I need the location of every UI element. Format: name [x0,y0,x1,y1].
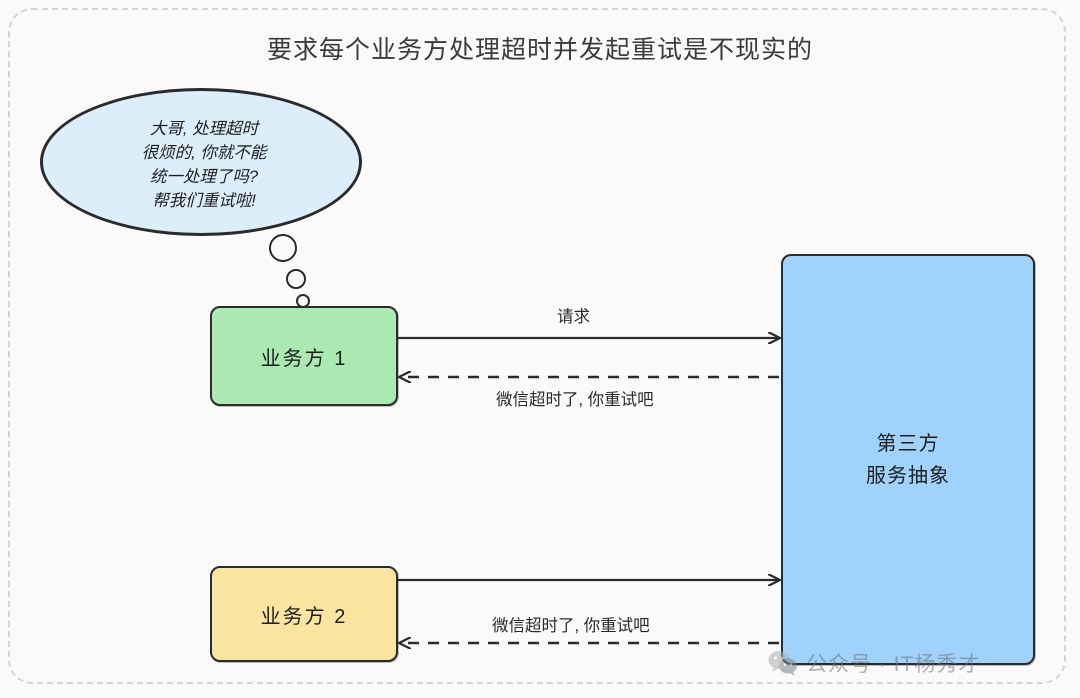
node-third-party-service-label: 第三方 服务抽象 [866,432,950,487]
edge-label-request-1: 请求 [557,308,590,326]
watermark-text: 公众号 · IT杨秀才 [806,653,981,676]
node-business-party-2[interactable]: 业务方 2 [210,566,398,662]
node-business-party-1-label: 业务方 1 [260,347,348,370]
speech-bubble-line-1: 大哥, 处理超时 [149,120,259,138]
thought-dot-large-icon [269,234,297,262]
speech-bubble-line-4: 帮我们重试啦! [152,192,256,210]
node-third-party-service[interactable]: 第三方 服务抽象 [781,254,1035,665]
edge-label-timeout-reply-2: 微信超时了, 你重试吧 [492,617,650,635]
speech-bubble-line-3: 统一处理了吗? [149,168,259,186]
node-business-party-1[interactable]: 业务方 1 [210,306,398,406]
thought-dot-medium-icon [286,269,306,289]
node-business-party-2-label: 业务方 2 [260,605,348,628]
edge-label-timeout-reply-1: 微信超时了, 你重试吧 [496,391,654,409]
speech-bubble-text: 大哥, 处理超时 很烦的, 你就不能 统一处理了吗? 帮我们重试啦! [43,91,365,239]
wechat-icon [768,651,797,676]
watermark: 公众号 · IT杨秀才 [768,648,980,678]
speech-bubble: 大哥, 处理超时 很烦的, 你就不能 统一处理了吗? 帮我们重试啦! [40,88,362,236]
page-title: 要求每个业务方处理超时并发起重试是不现实的 [266,36,813,64]
speech-bubble-line-2: 很烦的, 你就不能 [141,144,267,162]
